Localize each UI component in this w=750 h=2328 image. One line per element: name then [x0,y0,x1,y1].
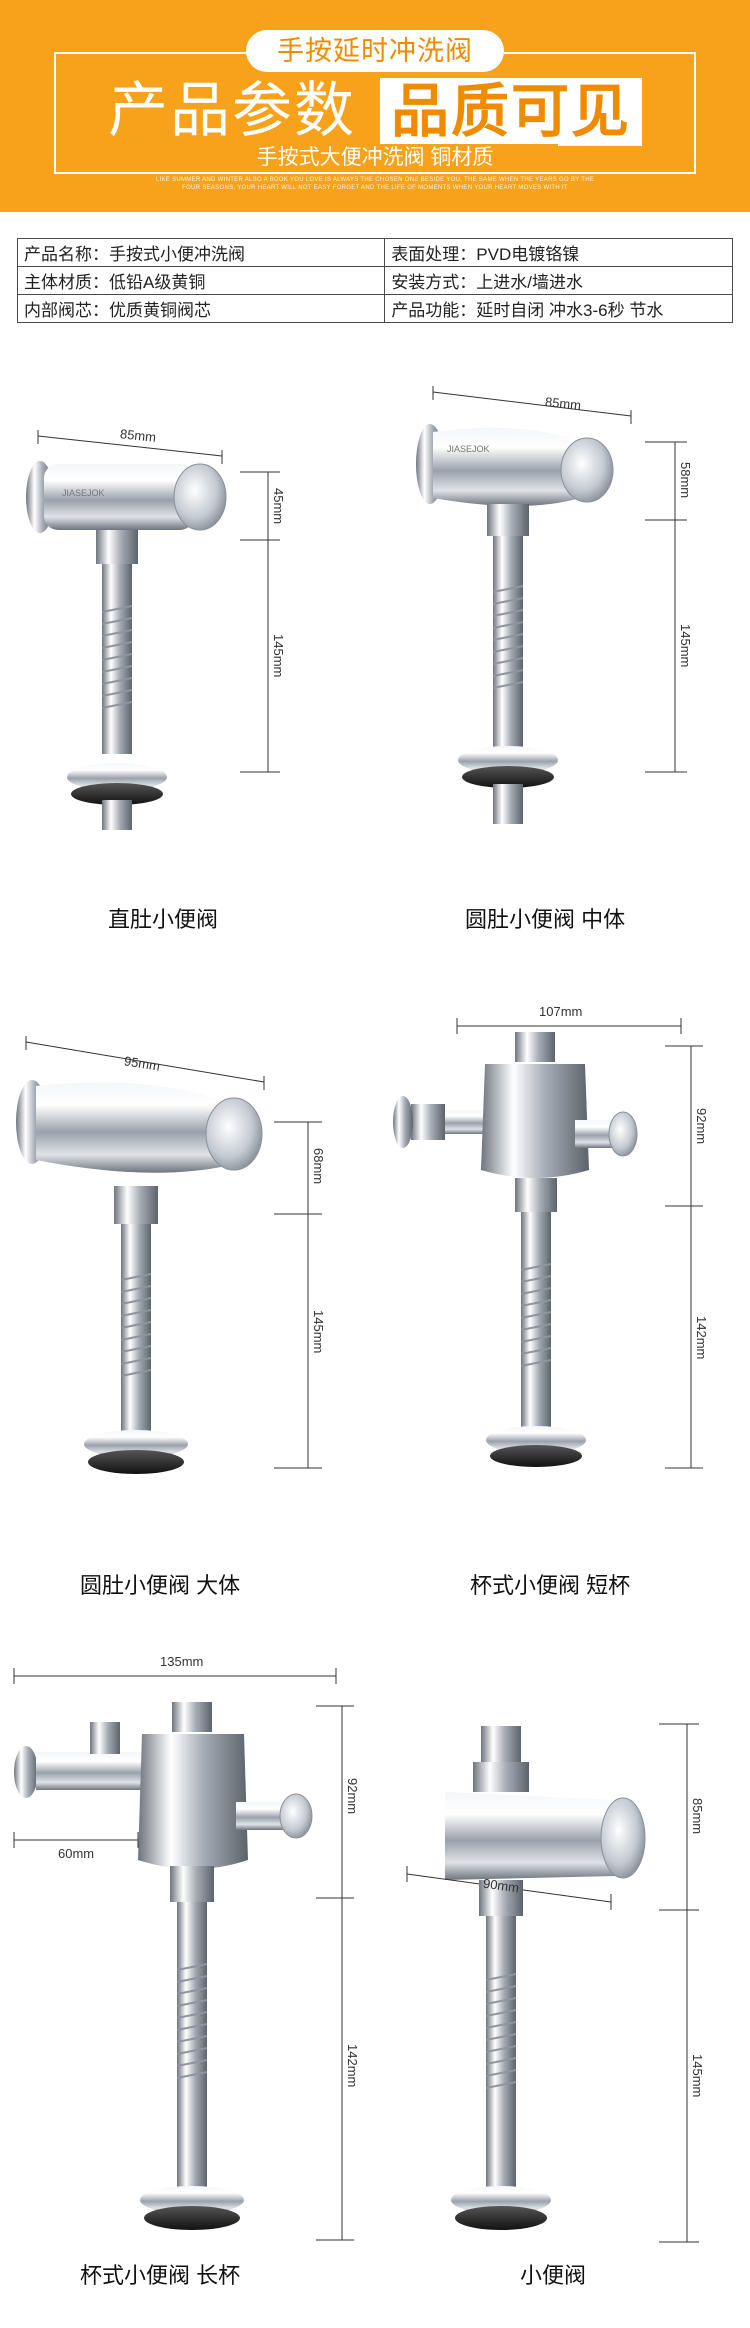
valve-illustration [16,1036,322,1474]
product-caption: 直肚小便阀 [108,907,219,932]
product-round-large: 95mm 68mm 145mm [0,1010,375,1480]
dim-pipe: 145mm [678,624,693,668]
banner-title-emphasis: 品质可见 [390,79,631,144]
dim-pipe: 145mm [311,1310,326,1354]
dim-pipe: 142mm [694,1316,709,1360]
valve-illustration [13,1668,354,2241]
spec-cell: 产品功能：延时自闭 冲水3-6秒 节水 [384,294,733,323]
banner-badge: 手按延时冲洗阀 [246,30,504,72]
product-cup-long: 135mm 60mm 92mm 142mm [0,1654,375,2241]
dim-head: 92mm [694,1108,709,1145]
table-row: 主体材质：低铅A级黄铜 安装方式：上进水/墙进水 [16,266,733,295]
spec-cell: 内部阀芯：优质黄铜阀芯 [16,294,386,323]
product-caption: 杯式小便阀 长杯 [80,2263,241,2288]
svg-text:JIASEJOK: JIASEJOK [62,488,105,498]
product-straight: JIASEJOK 85mm 45mm 145mm 直肚小便阀 [0,372,375,932]
header-banner: 手按延时冲洗阀 产品参数 品质可见 手按式大便冲洗阀 铜材质 LIKE SUMM… [0,0,750,212]
product-caption: 小便阀 [520,2263,587,2288]
spec-cell: 产品名称：手按式小便冲洗阀 [16,238,386,267]
product-basic: 90mm 85mm 145mm [375,1660,750,2243]
dim-inlet: 60mm [58,1846,95,1861]
valve-illustration [406,1723,699,2243]
product-caption: 圆肚小便阀 中体 [465,907,626,932]
product-cup-short: 107mm 92mm 142mm [375,1004,750,1480]
spec-cell: 表面处理：PVD电镀铬镍 [384,238,733,267]
spec-table: 产品名称：手按式小便冲洗阀 表面处理：PVD电镀铬镍 主体材质：低铅A级黄铜 安… [16,238,733,323]
spec-cell: 主体材质：低铅A级黄铜 [16,266,386,295]
dim-pipe: 145mm [690,2054,705,2098]
dim-width: 135mm [160,1654,204,1669]
valve-illustration: JIASEJOK [416,386,687,824]
table-row: 内部阀芯：优质黄铜阀芯 产品功能：延时自闭 冲水3-6秒 节水 [16,294,733,323]
product-caption: 杯式小便阀 短杯 [470,1573,631,1598]
product-round-medium: JIASEJOK 85mm 58mm 145mm 圆肚小便阀 中体 [375,372,750,932]
banner-title: 产品参数 [108,77,356,144]
dim-width: 107mm [539,1004,583,1019]
dim-head: 85mm [690,1798,705,1835]
dim-head: 92mm [345,1778,360,1815]
dim-head: 68mm [311,1148,326,1185]
valve-illustration [393,1018,703,1469]
dim-head: 45mm [271,488,286,525]
dim-head: 58mm [678,462,693,499]
banner-subtitle: 手按式大便冲洗阀 铜材质 [256,146,494,169]
banner-fine-print: LIKE SUMMER AND WINTER ALSO A BOOK YOU L… [155,177,595,191]
valve-illustration: JIASEJOK [26,430,280,830]
dim-pipe: 142mm [345,2044,360,2088]
table-row: 产品名称：手按式小便冲洗阀 表面处理：PVD电镀铬镍 [16,238,733,267]
svg-text:JIASEJOK: JIASEJOK [447,444,490,454]
dim-pipe: 145mm [271,634,286,678]
product-caption: 圆肚小便阀 大体 [80,1573,241,1598]
spec-cell: 安装方式：上进水/墙进水 [384,266,733,295]
